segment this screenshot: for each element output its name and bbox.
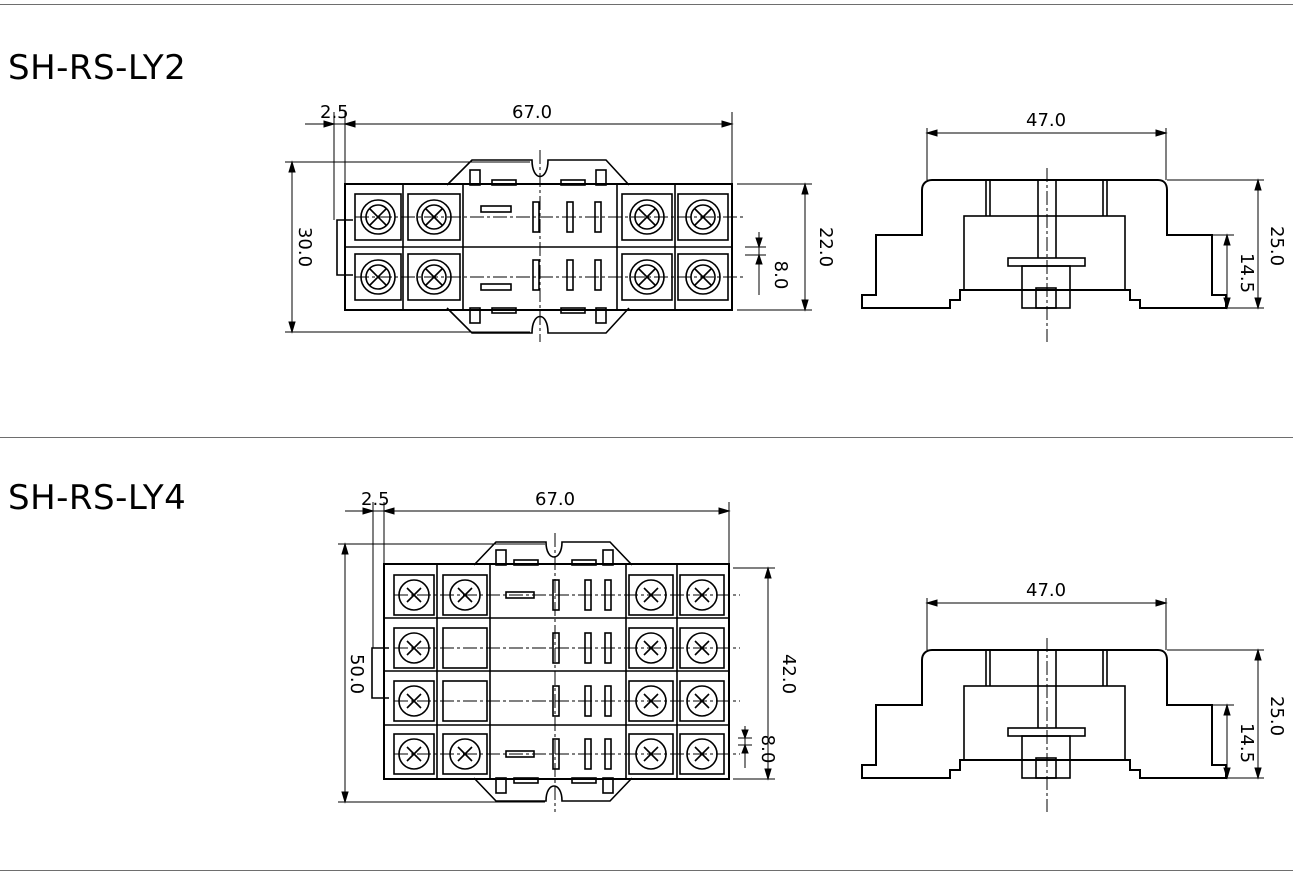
ly4-pitch-label: 2.5 (361, 489, 390, 510)
ly4-side-dimensions (925, 598, 1264, 780)
ly2-side-dimensions (925, 128, 1264, 310)
ly2-side-height-label: 25.0 (1266, 226, 1287, 266)
ly2-top-dimensions (285, 112, 812, 334)
ly4-side-height-label: 25.0 (1266, 696, 1287, 736)
ly2-top-view (336, 150, 745, 342)
ly2-row-pitch-label: 8.0 (770, 261, 791, 290)
ly2-length-label: 67.0 (512, 102, 552, 123)
ly2-side-view (861, 168, 1227, 342)
ly2-body-label: 22.0 (815, 227, 836, 267)
ly4-height-label: 50.0 (346, 654, 367, 694)
model-title-ly4: SH-RS-LY4 (8, 478, 187, 518)
ly2-inner-label: 14.5 (1236, 253, 1257, 293)
ly2-pitch-label: 2.5 (320, 102, 349, 123)
model-title-ly2: SH-RS-LY2 (8, 48, 187, 88)
ly4-side-view (861, 638, 1227, 812)
ly4-inner-label: 14.5 (1236, 723, 1257, 763)
ly4-top-dimensions (338, 502, 775, 804)
ly4-body-label: 42.0 (778, 654, 799, 694)
ly2-width-label: 47.0 (1026, 110, 1066, 131)
ly4-row-pitch-label: 8.0 (757, 735, 778, 764)
screw-icon (398, 579, 718, 770)
ly4-drawing: 2.5 67.0 50.0 42.0 8.0 47.0 25.0 14.5 (338, 489, 1287, 812)
ly4-width-label: 47.0 (1026, 580, 1066, 601)
ly4-top-view (371, 533, 740, 812)
ly4-length-label: 67.0 (535, 489, 575, 510)
top-rule (0, 4, 1293, 5)
ly2-height-label: 30.0 (294, 227, 315, 267)
bottom-rule (0, 870, 1293, 871)
middle-rule (0, 437, 1293, 438)
ly2-drawing: 2.5 67.0 30.0 22.0 8.0 47.0 25.0 14.5 (285, 102, 1287, 342)
